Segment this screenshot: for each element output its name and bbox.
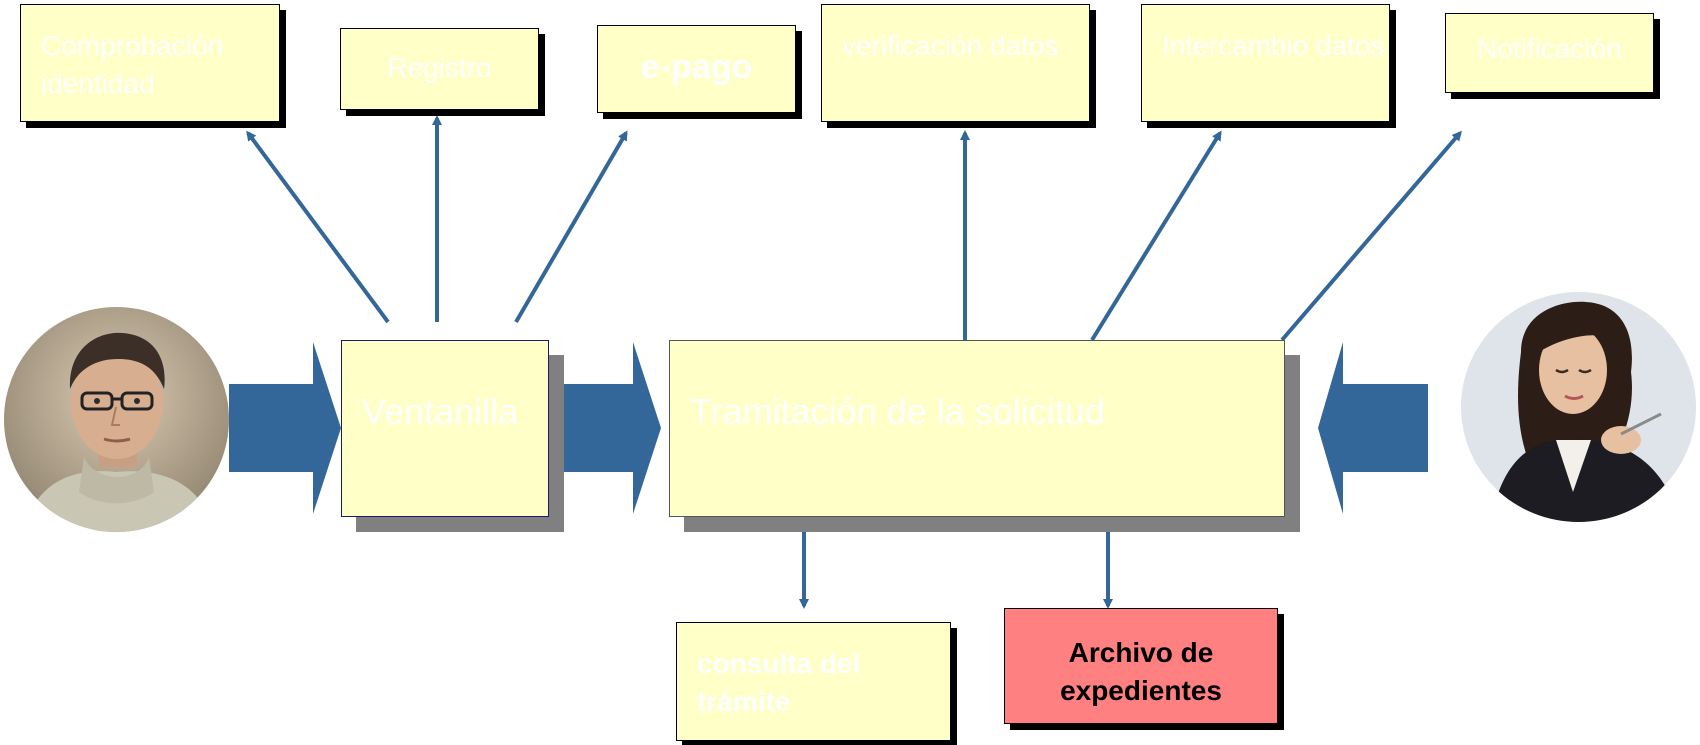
block-arrow-ventanilla-to-tramitacion — [552, 342, 661, 514]
box-verificacion-datos: verificación datos — [821, 4, 1090, 122]
officer-avatar-icon — [1461, 292, 1696, 522]
arrow-to-comprobacion — [246, 130, 390, 324]
box-consulta-tramite: consulta del trámite — [676, 622, 951, 741]
box-registro: Registro — [340, 28, 539, 110]
arrow-to-intercambio — [1090, 130, 1222, 342]
box-tramitacion-solicitud: Tramitación de la solicitud — [669, 340, 1285, 517]
box-intercambio-datos: Intercambio datos — [1141, 4, 1390, 122]
arrow-to-notificacion — [1280, 130, 1462, 342]
arrow-to-epago — [514, 130, 628, 324]
block-arrow-officer-to-tramitacion — [1318, 342, 1428, 514]
box-e-pago: e-pago — [597, 25, 796, 113]
box-comprobacion-identidad: Comprobación identidad — [20, 4, 280, 122]
box-archivo-expedientes: Archivo de expedientes — [1004, 608, 1278, 724]
block-arrow-citizen-to-ventanilla — [229, 342, 341, 514]
box-ventanilla: Ventanilla — [341, 340, 549, 517]
box-notificacion: Notificación — [1445, 13, 1654, 93]
citizen-avatar-icon — [4, 307, 229, 532]
